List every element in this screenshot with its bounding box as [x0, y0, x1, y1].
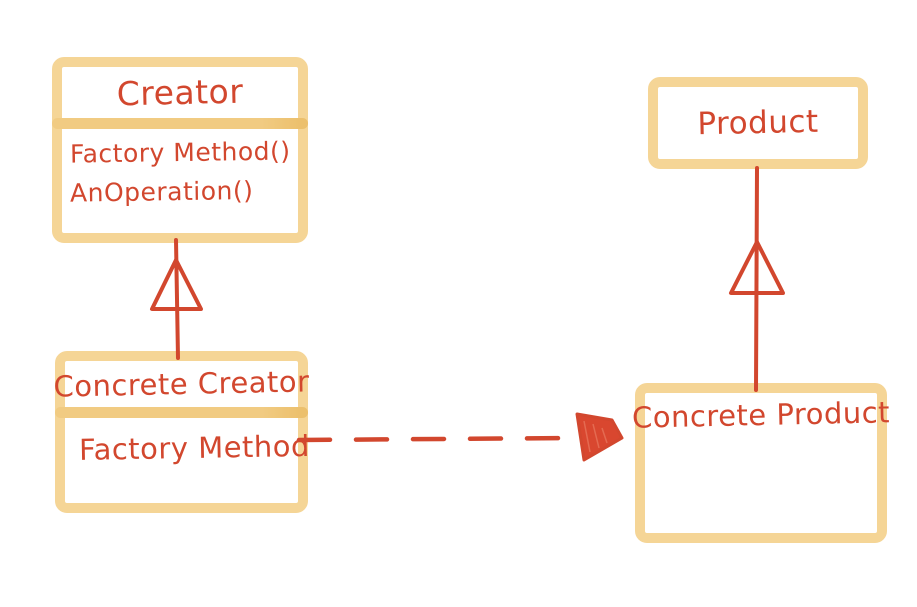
hollow-triangle-icon [729, 240, 785, 295]
node-concrete-creator-divider [55, 407, 308, 418]
arrowhead-scribble-texture [583, 420, 608, 453]
node-concrete-creator-method-factory: Factory Method [78, 428, 311, 467]
node-product-title: Product [697, 103, 819, 143]
node-concrete-creator[interactable]: Concrete Creator Factory Method [53, 351, 311, 513]
node-concrete-product-title: Concrete Product [631, 395, 891, 435]
creates-dashed-arrow[interactable] [296, 412, 624, 462]
hollow-triangle-icon [150, 258, 203, 311]
node-creator-method-factory: Factory Method() [69, 136, 291, 169]
inheritance-arrow-creator[interactable] [150, 238, 203, 360]
node-creator[interactable]: Creator Factory Method() AnOperation() [52, 57, 308, 243]
node-creator-title: Creator [116, 71, 244, 114]
node-concrete-creator-title: Concrete Creator [53, 364, 310, 404]
inheritance-arrow-product[interactable] [729, 166, 785, 392]
filled-arrowhead-icon [575, 412, 624, 462]
node-creator-method-anoperation: AnOperation() [69, 176, 254, 208]
node-concrete-product[interactable]: Concrete Product [631, 383, 891, 543]
node-creator-divider [52, 118, 308, 129]
node-product[interactable]: Product [648, 77, 868, 169]
